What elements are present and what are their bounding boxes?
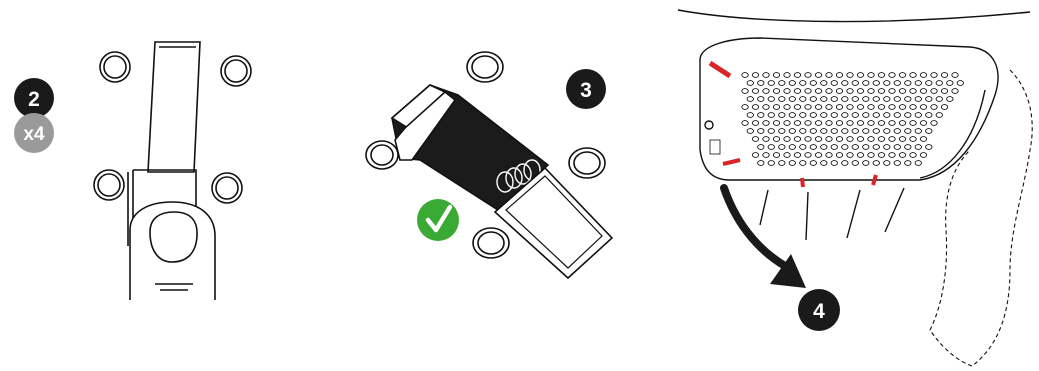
panel-step-2 <box>94 42 251 300</box>
multiplier-text: x4 <box>23 124 45 145</box>
step-4-number: 4 <box>813 300 825 323</box>
mounting-hole <box>467 52 503 82</box>
step-2-number: 2 <box>28 88 40 111</box>
step-3-badge: 3 <box>566 69 606 109</box>
mounting-hole <box>569 148 605 178</box>
panel-step-4 <box>678 10 1032 366</box>
red-latch <box>802 178 803 187</box>
mounting-hole <box>366 141 398 169</box>
ceiling-edge <box>678 10 1030 22</box>
clip-tab <box>148 42 200 172</box>
fingernail <box>150 212 197 262</box>
mounting-hole <box>221 56 251 86</box>
mounting-hole <box>212 173 242 203</box>
mounting-hole <box>100 52 130 82</box>
checkmark-icon <box>417 199 459 241</box>
multiplier-badge: x4 <box>14 113 54 153</box>
step-4-badge: 4 <box>798 289 840 331</box>
mounting-hole <box>473 228 509 258</box>
mounting-hole <box>94 170 124 200</box>
step-2-badge: 2 <box>14 78 54 118</box>
step-3-number: 3 <box>580 79 592 102</box>
